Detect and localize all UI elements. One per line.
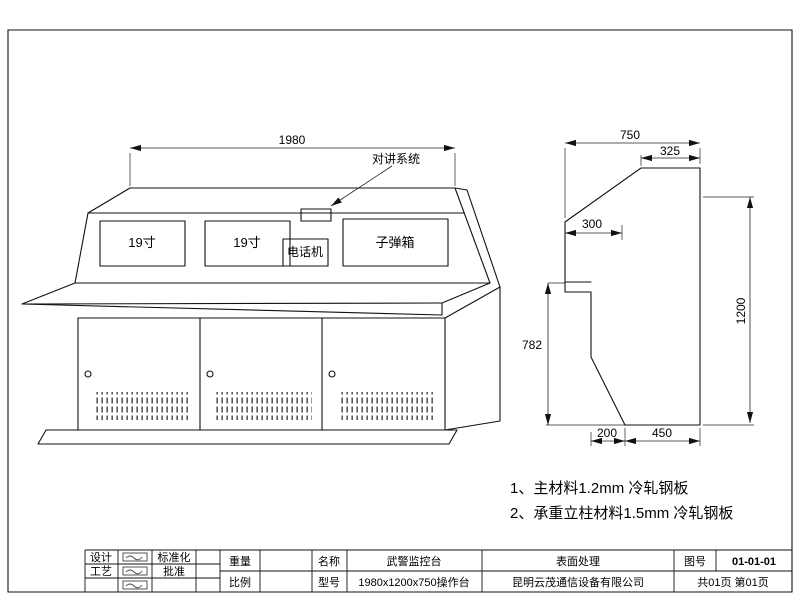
vent-grille-2 (216, 392, 312, 420)
dim-325: 325 (660, 144, 680, 158)
signature-stamp-1 (122, 552, 148, 562)
notes: 1、主材料1.2mm 冷轧钢板 2、承重立柱材料1.5mm 冷轧钢板 (510, 479, 733, 522)
product-name: 武警监控台 (387, 554, 442, 568)
drawing-no-label: 图号 (684, 555, 706, 568)
name-label: 名称 (318, 554, 340, 568)
bullet-box-panel (342, 218, 449, 267)
dim-750: 750 (620, 128, 640, 142)
signature-stamp-2 (122, 566, 148, 576)
weight-label: 重量 (229, 554, 251, 568)
drawing-frame (7, 29, 793, 593)
callout-intercom-label: 对讲系统 (372, 151, 420, 166)
surface-treatment-label: 表面处理 (556, 554, 600, 568)
screen-mid (204, 220, 291, 267)
screen-left (99, 220, 186, 267)
craft-label: 工艺 (90, 565, 112, 578)
screen-left-label: 19寸 (128, 235, 155, 250)
dim-450: 450 (652, 426, 672, 440)
drawing-no-value: 01-01-01 (732, 556, 776, 568)
model-value: 1980x1200x750操作台 (358, 575, 469, 589)
dim-200: 200 (597, 426, 617, 440)
title-block: 设计 工艺 标准化 批准 重量 名称 武警监控台 表面处理 图号 01-01-0… (84, 549, 792, 592)
standardization-label: 标准化 (158, 550, 191, 564)
bullet-box-label: 子弹箱 (375, 235, 414, 250)
door-lock-3 (328, 370, 336, 378)
approval-label: 批准 (163, 564, 185, 578)
model-label: 型号 (318, 575, 340, 589)
side-dimensions: 750 325 300 782 1200 200 (522, 128, 754, 446)
phone-label: 电话机 (287, 245, 323, 259)
intercom-unit (300, 208, 332, 222)
dim-300: 300 (582, 217, 602, 231)
vent-grille-3 (338, 392, 434, 420)
vent-grille-1 (94, 392, 190, 420)
door-lock-2 (206, 370, 214, 378)
note-1: 1、主材料1.2mm 冷轧钢板 (510, 479, 688, 497)
scale-label: 比例 (229, 575, 251, 589)
page-info: 共01页 第01页 (697, 575, 769, 589)
front-dimensions: 1980 (129, 133, 456, 186)
design-label: 设计 (90, 551, 112, 564)
side-view: 750 325 300 782 1200 200 (522, 128, 754, 446)
dim-1200: 1200 (734, 297, 748, 324)
door-lock-1 (84, 370, 92, 378)
front-view: 1980 对讲系统 19寸 19寸 子弹箱 电话机 (21, 133, 501, 445)
phone-panel (282, 238, 329, 267)
intercom-callout: 对讲系统 (330, 151, 420, 207)
dim-782: 782 (522, 338, 542, 352)
signature-stamp-3 (122, 580, 148, 590)
screen-mid-label: 19寸 (233, 235, 260, 250)
company-name: 昆明云茂通信设备有限公司 (512, 575, 644, 589)
dim-1980: 1980 (279, 133, 306, 147)
note-2: 2、承重立柱材料1.5mm 冷轧钢板 (510, 504, 733, 522)
